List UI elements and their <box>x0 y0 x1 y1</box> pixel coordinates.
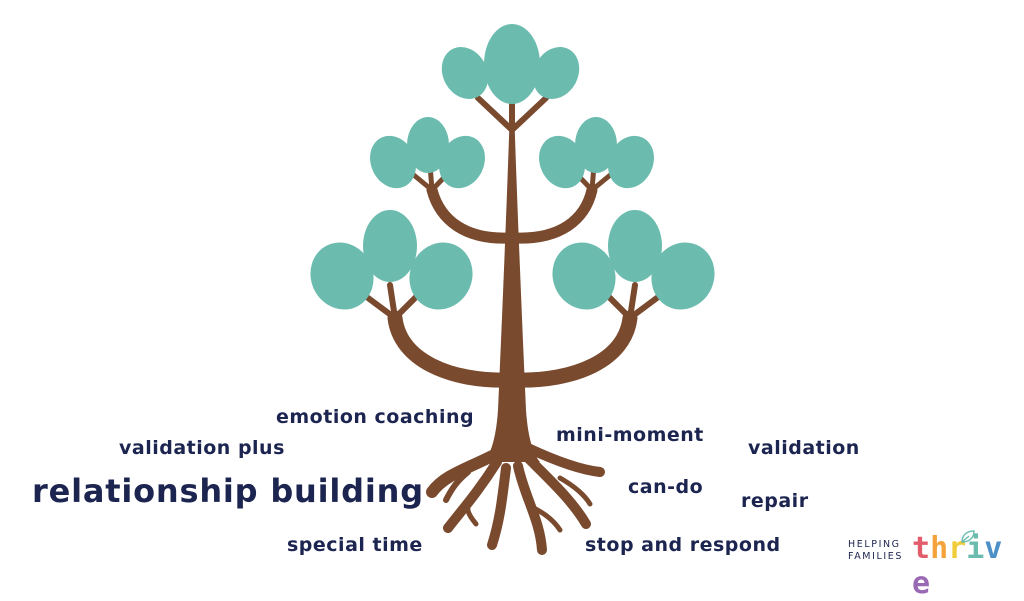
root <box>465 493 479 527</box>
twig <box>475 95 515 133</box>
root <box>557 475 593 507</box>
logo-line-helping: HELPING <box>848 539 901 550</box>
twig <box>509 95 549 133</box>
leaf-icon <box>961 530 975 543</box>
leaf <box>409 242 473 310</box>
logo-line-families: FAMILIES <box>848 551 904 562</box>
logo-letter: h <box>930 531 949 566</box>
root <box>443 469 471 503</box>
label-validation-plus: validation plus <box>119 437 285 459</box>
label-emotion-coaching: emotion coaching <box>276 406 475 428</box>
twig <box>627 282 638 321</box>
branch-right-mid <box>508 184 598 244</box>
leaf <box>532 47 580 99</box>
branch-right-low <box>506 310 638 388</box>
label-special-time: special time <box>287 534 423 556</box>
helping-families-thrive-logo: HELPING FAMILIES thrive <box>848 530 1008 601</box>
label-can-do: can-do <box>628 476 704 498</box>
root <box>487 463 511 550</box>
trunk <box>484 108 540 462</box>
branch-left-mid <box>426 184 516 244</box>
leaf <box>575 117 617 173</box>
leaf <box>310 242 374 310</box>
leaf <box>651 242 715 310</box>
label-mini-moment: mini-moment <box>556 424 704 446</box>
leaf <box>608 210 662 282</box>
leaf <box>552 242 616 310</box>
label-stop-and-respond: stop and respond <box>585 534 781 556</box>
leaf <box>363 210 417 282</box>
root <box>525 502 563 533</box>
leaf <box>407 117 449 173</box>
leaf <box>370 135 416 189</box>
leaf <box>484 24 540 104</box>
leaf <box>439 135 485 189</box>
branch-left-low <box>387 310 518 388</box>
label-repair: repair <box>741 490 809 512</box>
twig <box>387 282 398 321</box>
logo-letter: t <box>912 531 931 566</box>
leaf <box>539 135 585 189</box>
tree-illustration <box>310 24 715 555</box>
label-relationship-building: relationship building <box>32 472 424 510</box>
logo-letter: v <box>984 531 1003 566</box>
leaf <box>441 47 489 99</box>
root <box>521 451 591 529</box>
leaf-clusters <box>310 24 715 310</box>
logo-letter: e <box>912 566 931 601</box>
leaf <box>608 135 654 189</box>
root <box>523 443 605 477</box>
label-validation: validation <box>748 437 860 459</box>
